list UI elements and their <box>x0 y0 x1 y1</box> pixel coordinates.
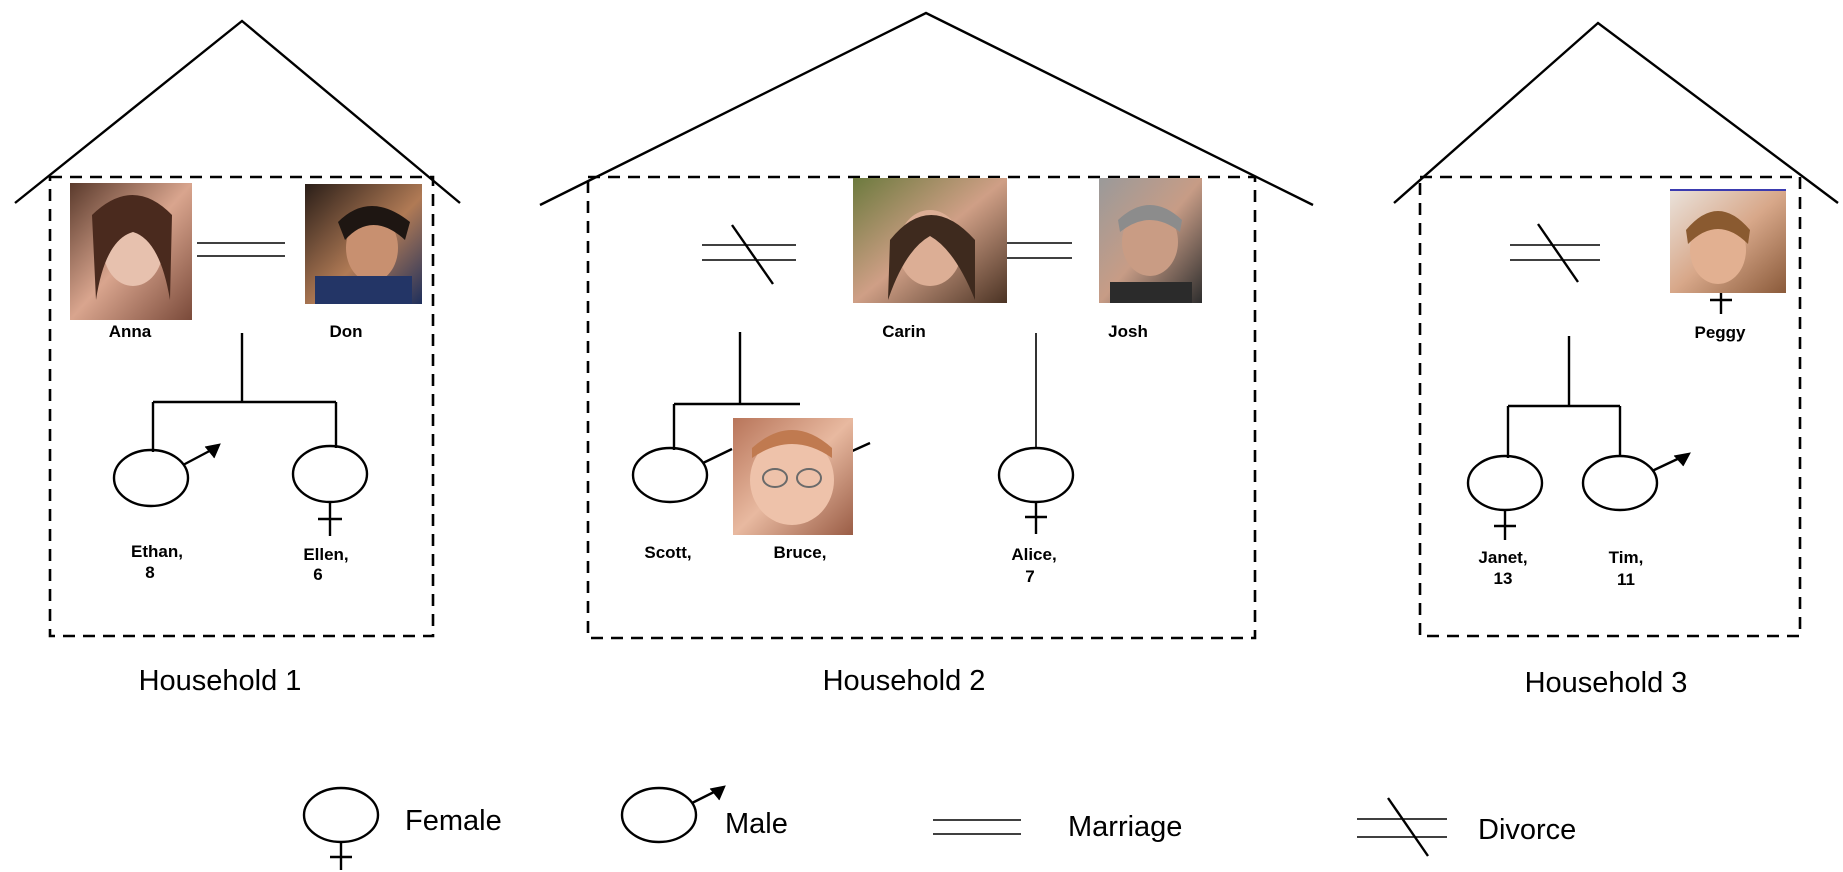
household-2-label: Household 2 <box>823 665 986 697</box>
ellen-name: Ellen, <box>303 545 348 564</box>
tim-male-symbol <box>1581 452 1691 512</box>
legend-marriage-label: Marriage <box>1068 811 1182 843</box>
tim-age: 11 <box>1617 570 1635 589</box>
descent-lines-1 <box>151 333 338 452</box>
ellen-age: 6 <box>313 565 322 584</box>
legend-female-symbol <box>302 786 380 870</box>
alice-age: 7 <box>1025 567 1034 586</box>
carin-photo <box>853 178 1007 303</box>
peggy-name: Peggy <box>1694 323 1746 342</box>
don-name: Don <box>329 322 362 341</box>
legend-divorce-symbol <box>1357 797 1447 857</box>
household-2: Household 2 Carin Josh <box>539 11 1314 697</box>
carin-name: Carin <box>882 322 925 341</box>
legend-male-symbol <box>620 785 726 844</box>
household-1-label: Household 1 <box>139 665 302 697</box>
scott-male-symbol <box>631 446 733 504</box>
roof-3 <box>1393 21 1839 204</box>
josh-name: Josh <box>1108 322 1148 341</box>
household-1: Household 1 Anna Don <box>14 19 461 697</box>
janet-name: Janet, <box>1478 548 1527 567</box>
descent-lines-2a <box>672 332 800 450</box>
josh-photo <box>1099 178 1202 303</box>
legend: Female Male Marriage Divorce <box>302 785 1576 870</box>
alice-name: Alice, <box>1011 545 1056 564</box>
marriage-carin-josh <box>1007 242 1072 259</box>
ethan-name: Ethan, <box>131 542 183 561</box>
anna-photo <box>70 183 192 320</box>
roof-1 <box>14 19 461 204</box>
legend-divorce-label: Divorce <box>1478 814 1576 846</box>
ethan-male-symbol <box>112 443 221 508</box>
household-1-boundary <box>48 175 435 638</box>
marriage-anna-don <box>197 242 285 257</box>
scott-name: Scott, <box>644 543 691 562</box>
alice-female-symbol <box>997 446 1075 534</box>
divorce-symbol-peggy <box>1510 223 1600 283</box>
tim-name: Tim, <box>1609 548 1644 567</box>
ellen-female-symbol <box>291 444 369 536</box>
household-2-boundary <box>586 175 1257 640</box>
bruce-name: Bruce, <box>774 543 827 562</box>
legend-female-label: Female <box>405 805 502 837</box>
janet-age: 13 <box>1494 569 1513 588</box>
household-3-label: Household 3 <box>1525 667 1688 699</box>
bruce-photo <box>733 418 871 535</box>
descent-lines-3 <box>1506 336 1622 458</box>
ethan-age: 8 <box>145 563 154 582</box>
legend-male-label: Male <box>725 808 788 840</box>
janet-female-symbol <box>1466 454 1544 540</box>
divorce-symbol-carin <box>702 224 796 285</box>
anna-name: Anna <box>109 322 152 341</box>
don-photo <box>305 184 422 304</box>
legend-marriage-symbol <box>933 819 1021 835</box>
household-3: Household 3 Peggy <box>1393 21 1839 699</box>
peggy-photo <box>1670 189 1786 314</box>
household-3-boundary <box>1418 175 1802 638</box>
roof-2 <box>539 11 1314 207</box>
